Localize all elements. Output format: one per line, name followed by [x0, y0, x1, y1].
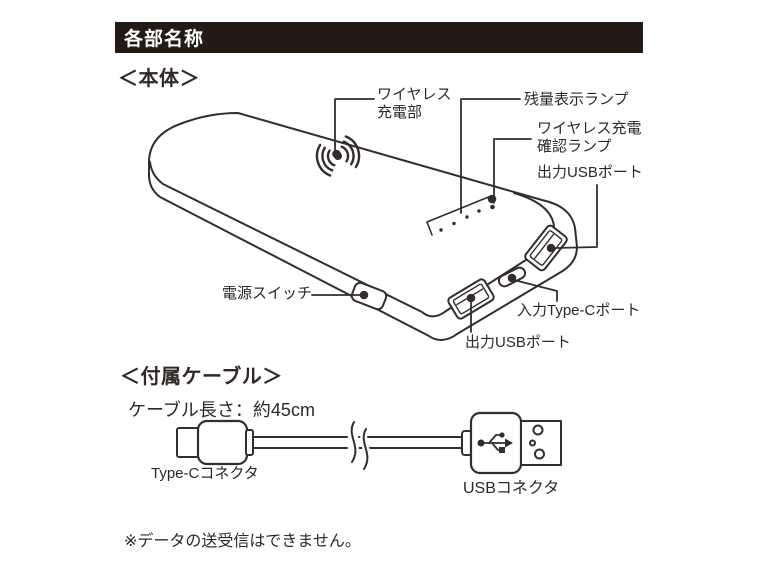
cable-length-note: ケーブル長さ：約45cm	[128, 400, 315, 420]
label-usb-out-top: 出力USBポート	[537, 164, 643, 181]
label-battery-lamp: 残量表示ランプ	[524, 91, 629, 108]
callout-lines	[311, 98, 598, 333]
label-usb-out-bottom: 出力USBポート	[465, 334, 571, 351]
usb-trident-icon	[477, 432, 513, 453]
cable-illustration	[176, 411, 562, 475]
label-power-switch: 電源スイッチ	[222, 285, 313, 302]
usb-port-right-shape	[524, 224, 568, 272]
label-typec-connector: Type-Cコネクタ	[151, 465, 259, 482]
cable-line	[252, 436, 465, 449]
label-wireless-charge-area: ワイヤレス 充電部	[377, 86, 452, 121]
usb-connector-shape	[461, 411, 562, 475]
cable-section-title: ＜付属ケーブル＞	[120, 366, 283, 388]
label-typec-in: 入力Type-Cポート	[517, 302, 641, 319]
section-header-bar: 各部名称	[115, 22, 643, 53]
typec-connector-shape	[176, 419, 254, 466]
label-usb-connector: USBコネクタ	[463, 480, 560, 497]
body-section-title: ＜本体＞	[118, 68, 200, 90]
powerbank-outline	[148, 112, 578, 341]
page-title: 各部名称	[124, 29, 205, 50]
wireless-confirm-lamp-dot	[490, 204, 495, 210]
power-switch-shape	[350, 281, 388, 311]
powerbank-top-edge	[149, 161, 555, 318]
label-wireless-confirm-lamp: ワイヤレス充電 確認ランプ	[537, 120, 642, 155]
data-transfer-footnote: ※データの送受信はできません。	[124, 533, 361, 550]
cable-break-mark	[348, 418, 371, 473]
